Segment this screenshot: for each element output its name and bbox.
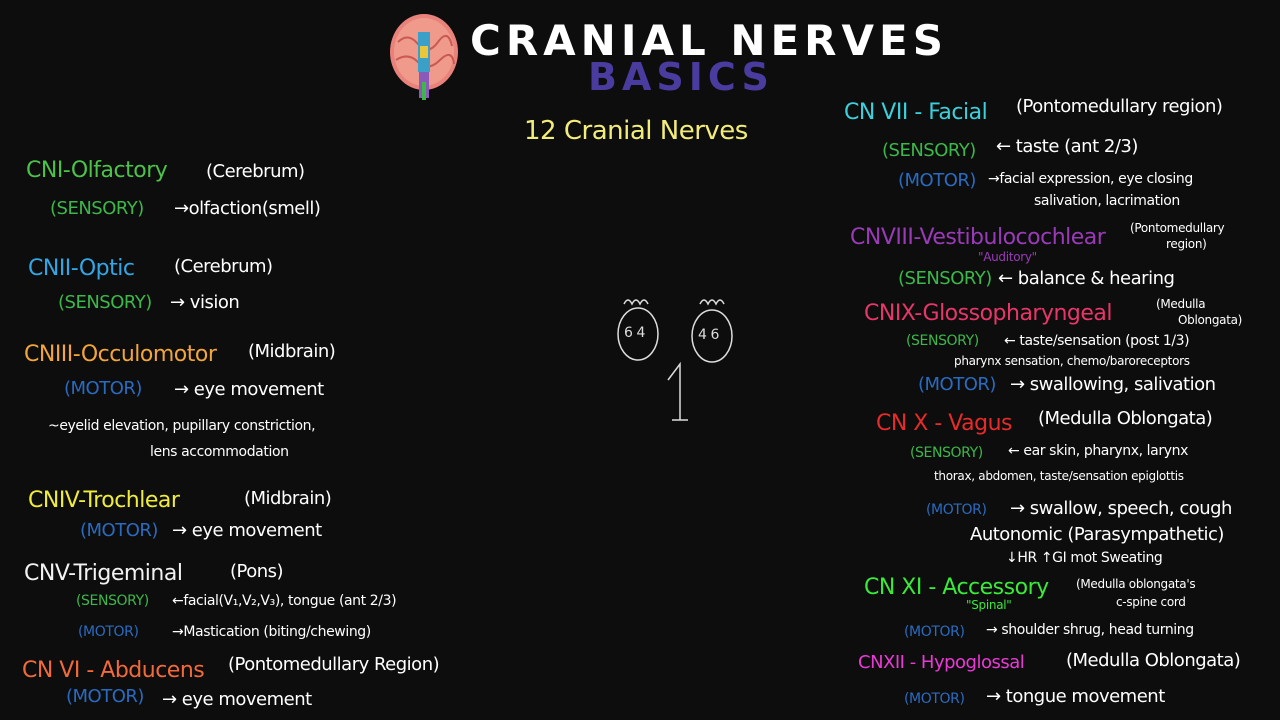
cn3-motor-tag: (MOTOR) [64, 378, 142, 399]
cn12-motor-tag: (MOTOR) [904, 691, 965, 707]
cn2-location: (Cerebrum) [174, 256, 273, 277]
cn5-location: (Pons) [230, 561, 284, 582]
cn6-motor-tag: (MOTOR) [66, 686, 144, 707]
cn5-sensory-text: ←facial(V₁,V₂,V₃), tongue (ant 2/3) [172, 593, 397, 609]
cn9-sensory-text-2: pharynx sensation, chemo/baroreceptors [954, 354, 1190, 368]
cn1-location: (Cerebrum) [206, 161, 305, 182]
cn11-motor-text: → shoulder shrug, head turning [986, 622, 1194, 638]
cn11-name: CN XI - Accessory [864, 575, 1049, 600]
cn3-location: (Midbrain) [248, 341, 336, 362]
cn3-note-2: lens accommodation [150, 444, 289, 460]
brain-icon [388, 12, 460, 104]
cn9-sensory-tag: (SENSORY) [906, 333, 979, 349]
cn9-name: CNIX-Glossopharyngeal [864, 301, 1113, 326]
cn10-sensory-tag: (SENSORY) [910, 445, 983, 461]
cn6-name: CN VI - Abducens [22, 658, 205, 683]
cn7-motor-text-2: salivation, lacrimation [1034, 193, 1180, 209]
page-title: CRANIAL NERVES [470, 16, 948, 65]
cn6-location: (Pontomedullary Region) [228, 654, 440, 675]
cn8-location-2: region) [1166, 237, 1207, 251]
cn10-autonomic-effects: ↓HR ↑GI mot Sweating [1006, 550, 1163, 566]
cn11-alias: "Spinal" [966, 598, 1012, 612]
cn11-location: (Medulla oblongata's [1076, 577, 1196, 591]
cn1-name: CNI-Olfactory [26, 158, 168, 183]
cn7-sensory-text: ← taste (ant 2/3) [996, 136, 1138, 157]
cn5-motor-tag: (MOTOR) [78, 624, 139, 640]
cn2-name: CNII-Optic [28, 256, 135, 281]
page-subtitle: BASICS [588, 55, 774, 99]
cn9-motor-tag: (MOTOR) [918, 374, 996, 395]
cn10-name: CN X - Vagus [876, 411, 1013, 436]
center-sketch [610, 288, 750, 428]
cn11-motor-tag: (MOTOR) [904, 624, 965, 640]
cn8-location: (Pontomedullary [1130, 221, 1225, 235]
cn7-motor-text: →facial expression, eye closing [988, 171, 1193, 187]
cn7-location: (Pontomedullary region) [1016, 96, 1223, 117]
cn3-name: CNIII-Occulomotor [24, 342, 217, 367]
cn9-sensory-text: ← taste/sensation (post 1/3) [1004, 333, 1190, 349]
cn8-alias: "Auditory" [978, 250, 1037, 264]
cn1-sensory-text: →olfaction(smell) [174, 198, 321, 219]
sketch-right-digits: 4 6 [698, 327, 720, 343]
cn4-motor-tag: (MOTOR) [80, 520, 158, 541]
cn6-motor-text: → eye movement [162, 689, 312, 710]
cn2-sensory-tag: (SENSORY) [58, 292, 152, 313]
cn12-motor-text: → tongue movement [986, 686, 1165, 707]
cn2-sensory-text: → vision [170, 292, 240, 313]
cn8-name: CNVIII-Vestibulocochlear [850, 225, 1106, 250]
cn9-motor-text: → swallowing, salivation [1010, 374, 1216, 395]
cn10-motor-text: → swallow, speech, cough [1010, 498, 1232, 519]
center-heading: 12 Cranial Nerves [524, 116, 748, 146]
cn5-motor-text: →Mastication (biting/chewing) [172, 624, 371, 640]
cn7-motor-tag: (MOTOR) [898, 170, 976, 191]
cn9-location-2: Oblongata) [1178, 313, 1243, 327]
cn12-location: (Medulla Oblongata) [1066, 650, 1241, 671]
cn1-sensory-tag: (SENSORY) [50, 198, 144, 219]
cn8-sensory-text: ← balance & hearing [998, 268, 1175, 289]
cn4-name: CNIV-Trochlear [28, 488, 180, 513]
cn10-location: (Medulla Oblongata) [1038, 408, 1213, 429]
cn10-autonomic: Autonomic (Parasympathetic) [970, 524, 1224, 545]
cn3-note-1: ~eyelid elevation, pupillary constrictio… [48, 418, 316, 434]
cn7-name: CN VII - Facial [844, 100, 988, 125]
cn12-name: CNXII - Hypoglossal [858, 652, 1025, 673]
cn10-sensory-text: ← ear skin, pharynx, larynx [1008, 443, 1188, 459]
cn8-sensory-tag: (SENSORY) [898, 268, 992, 289]
cn11-location-2: c-spine cord [1116, 595, 1186, 609]
cn7-sensory-tag: (SENSORY) [882, 140, 976, 161]
sketch-left-digits: 6 4 [624, 325, 646, 341]
cn10-motor-tag: (MOTOR) [926, 502, 987, 518]
cn10-sensory-text-2: thorax, abdomen, taste/sensation epiglot… [934, 469, 1184, 483]
cn5-name: CNV-Trigeminal [24, 561, 183, 586]
cn5-sensory-tag: (SENSORY) [76, 593, 149, 609]
cn3-motor-text: → eye movement [174, 379, 324, 400]
cn9-location: (Medulla [1156, 297, 1206, 311]
cn4-location: (Midbrain) [244, 488, 332, 509]
cn4-motor-text: → eye movement [172, 520, 322, 541]
